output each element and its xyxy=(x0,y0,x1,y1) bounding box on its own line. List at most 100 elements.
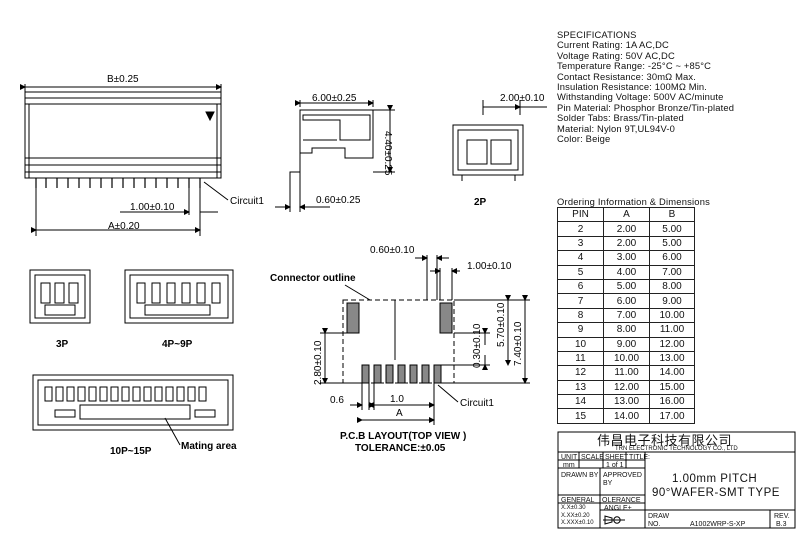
tolerance-2: X.XX±0.20 xyxy=(561,513,590,519)
cell-a: 3.00 xyxy=(603,250,650,266)
spec-line: Material: Nylon 9T,UL94V-0 xyxy=(557,122,676,134)
spec-line: Contact Resistance: 30mΩ Max. xyxy=(557,70,697,82)
no-header: NO. xyxy=(648,521,661,528)
approved-by-label: APPROVED BY xyxy=(603,472,642,487)
front-view xyxy=(20,84,229,236)
pcb-060-label: 0.60±0.10 xyxy=(370,245,415,256)
cell-a: 2.00 xyxy=(603,235,650,252)
cell-pin: 9 xyxy=(557,322,604,338)
view-2p-label: 2P xyxy=(474,197,487,208)
pcb-circuit1-label: Circuit1 xyxy=(460,398,494,409)
cell-pin: 2 xyxy=(557,221,604,237)
pcb-570-label: 5.70±0.10 xyxy=(496,302,507,347)
scale-header: SCALE xyxy=(581,454,604,461)
dim-pitch-label: 1.00±0.10 xyxy=(130,202,175,213)
spec-line: Withstanding Voltage: 500V AC/minute xyxy=(557,91,724,103)
view-3p xyxy=(29,269,91,324)
spec-line: Solder Tabs: Brass/Tin-plated xyxy=(557,112,684,124)
cell-a: 11.00 xyxy=(603,365,650,381)
title-block-frame xyxy=(557,431,796,529)
ordering-title: Ordering Information & Dimensions xyxy=(557,196,711,207)
pcb-a-label: A xyxy=(396,408,403,419)
spec-line: Current Rating: 1A AC,DC xyxy=(557,39,669,51)
tolerance-3: X.XXX±0.10 xyxy=(561,520,594,526)
cell-a: 2.00 xyxy=(603,221,650,237)
view-3p-label: 3P xyxy=(56,339,69,350)
cell-pin: 5 xyxy=(557,264,604,280)
unit-value: mm xyxy=(563,462,575,469)
cell-b: 11.00 xyxy=(649,322,695,338)
cell-b: 6.00 xyxy=(649,250,695,266)
connector-outline-label: Connector outline xyxy=(270,273,356,284)
rev-header: REV. xyxy=(774,513,790,520)
drawing-title-line2: 90°WAFER-SMT TYPE xyxy=(652,487,780,499)
cell-b: 16.00 xyxy=(649,394,695,410)
dim-200-label: 2.00±0.10 xyxy=(500,93,545,104)
dim-b-label: B±0.25 xyxy=(107,74,139,85)
cell-pin: 11 xyxy=(557,350,604,367)
cell-a: 6.00 xyxy=(603,293,650,309)
spec-line: Insulation Resistance: 100MΩ Min. xyxy=(557,80,708,92)
cell-pin: 7 xyxy=(557,293,604,309)
cell-pin: 8 xyxy=(557,307,604,324)
spec-line: Temperature Range: -25°C ~ +85°C xyxy=(557,60,712,72)
cell-b: 12.00 xyxy=(649,336,695,352)
cell-b: 15.00 xyxy=(649,379,695,396)
cell-b: 5.00 xyxy=(649,221,695,237)
specifications-title: SPECIFICATIONS xyxy=(557,29,637,40)
cell-pin: 12 xyxy=(557,365,604,381)
cell-a: 10.00 xyxy=(603,350,650,367)
draw-header: DRAW xyxy=(648,513,670,520)
dim-440-label: 4.40±0.25 xyxy=(382,131,393,176)
dim-a-label: A±0.20 xyxy=(108,221,140,232)
tolerance-label: OLERANCE xyxy=(602,497,641,504)
header-a: A xyxy=(603,206,650,223)
angle-label: ANGLE± xyxy=(604,505,632,512)
tolerance-1: X.X±0.30 xyxy=(561,505,586,511)
pcb-title: P.C.B LAYOUT(TOP VIEW ) xyxy=(340,431,467,442)
cell-a: 8.00 xyxy=(603,322,650,338)
drawn-by-label: DRAWN BY xyxy=(561,472,599,479)
header-b: B xyxy=(649,206,695,223)
header-pin: PIN xyxy=(557,206,604,223)
cell-a: 12.00 xyxy=(603,379,650,396)
cell-b: 17.00 xyxy=(649,408,695,424)
spec-line: Color: Beige xyxy=(557,132,611,144)
cell-a: 9.00 xyxy=(603,336,650,352)
pcb-100-label: 1.00±0.10 xyxy=(467,261,512,272)
pcb-740-label: 7.40±0.10 xyxy=(513,321,524,366)
dim-600-label: 6.00±0.25 xyxy=(312,93,357,104)
cell-a: 4.00 xyxy=(603,264,650,280)
table-header-row: PIN A B xyxy=(557,206,695,223)
cell-a: 7.00 xyxy=(603,307,650,324)
cell-a: 13.00 xyxy=(603,394,650,410)
pcb-06-label: 0.6 xyxy=(330,395,344,406)
sheet-header: SHEET xyxy=(605,454,629,461)
company-name-cn: 伟昌电子科技有限公司 xyxy=(597,433,733,448)
spec-line: Voltage Rating: 50V AC,DC xyxy=(557,49,675,61)
view-10p-15p xyxy=(32,374,234,446)
cell-b: 8.00 xyxy=(649,278,695,295)
view-10p15p-label: 10P~15P xyxy=(110,446,152,457)
unit-header: UNIT xyxy=(561,454,578,461)
cell-pin: 3 xyxy=(557,235,604,252)
view-4p-9p xyxy=(124,269,234,324)
specifications-block: SPECIFICATIONS Current Rating: 1A AC,DC … xyxy=(557,29,734,144)
pcb-030-label: 0.30±0.10 xyxy=(472,323,483,368)
cell-b: 7.00 xyxy=(649,264,695,280)
cell-b: 5.00 xyxy=(649,235,695,252)
pcb-10-label: 1.0 xyxy=(390,394,404,405)
pcb-layout xyxy=(320,255,530,425)
drawing-title-line1: 1.00mm PITCH xyxy=(672,473,758,485)
